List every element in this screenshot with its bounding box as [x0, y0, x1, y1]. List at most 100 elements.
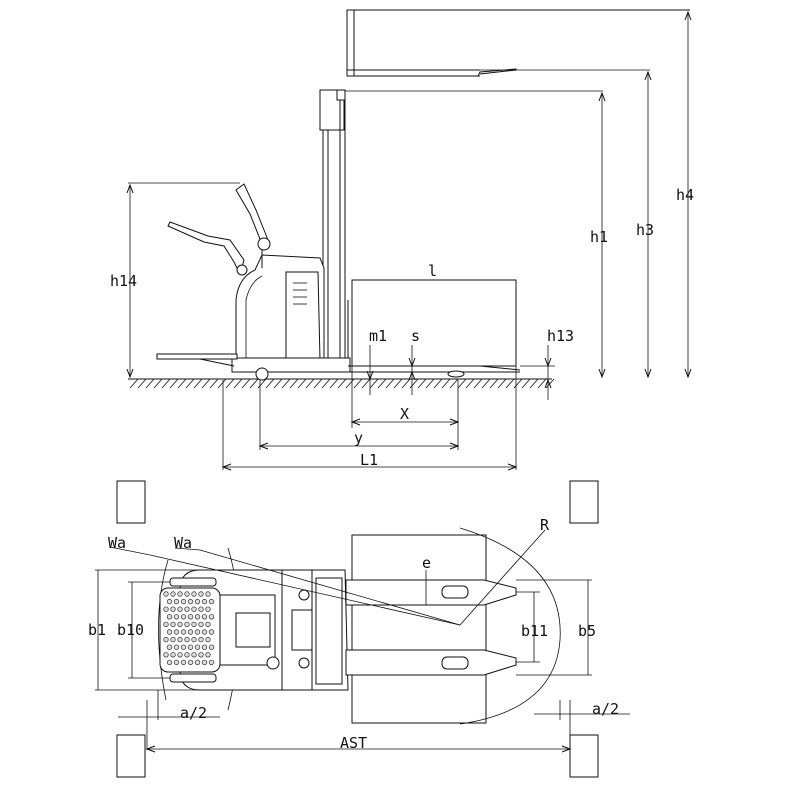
ground-hatch-mark: [273, 378, 283, 389]
label-e: e: [422, 554, 431, 572]
ground-hatch-mark: [169, 378, 179, 389]
radius-line: [459, 529, 546, 626]
platform-grip-dot: [180, 629, 187, 635]
ground-hatch-mark: [457, 378, 467, 389]
platform-grip-dot: [163, 652, 169, 658]
ground-hatch-mark: [321, 378, 331, 389]
ground-hatch-mark: [313, 378, 323, 389]
ground-hatch-mark: [289, 378, 299, 389]
platform-grip-dot: [205, 636, 211, 643]
platform-grip-dot: [163, 606, 169, 612]
label-wa-left: Wa: [108, 534, 126, 552]
platform-grip-dot: [173, 614, 180, 620]
ground-hatch-mark: [497, 378, 507, 389]
platform-grip-dot: [166, 629, 173, 635]
raised-fork: [346, 9, 690, 77]
label-m1: m1: [369, 327, 387, 345]
platform-grip-dot: [201, 659, 208, 666]
ground-hatch-mark: [377, 378, 387, 389]
tiller-top: [169, 673, 217, 683]
platform-grip-dot: [198, 636, 204, 643]
ground-hatch-mark: [257, 378, 267, 389]
platform-grip-dot: [194, 629, 201, 635]
ground-hatch-mark: [249, 378, 259, 389]
ground-hatch-mark: [441, 378, 451, 389]
platform-grip-dot: [184, 606, 190, 612]
platform-grip-dot: [191, 606, 197, 612]
ground-hatch-mark: [401, 378, 411, 389]
label-wa-right: Wa: [174, 534, 192, 552]
ground-hatch-mark: [385, 378, 395, 389]
label-h13: h13: [547, 327, 574, 345]
dim-b10: [128, 581, 170, 679]
platform-grip-dot: [177, 606, 183, 612]
platform-grip-dot: [170, 621, 176, 628]
aisle-block: [569, 734, 599, 778]
aisle-block: [116, 480, 146, 524]
dim-y: [258, 442, 460, 450]
platform-grip-dot: [205, 591, 211, 597]
label-s: s: [411, 327, 420, 345]
platform-grip-dot: [208, 614, 215, 620]
platform-grip-dot: [180, 614, 187, 620]
dim-ast: [145, 745, 572, 753]
ground-hatch-mark: [281, 378, 291, 389]
platform-grip-dot: [201, 629, 208, 635]
ground-hatch-mark: [233, 378, 243, 389]
ground-hatch-mark: [329, 378, 339, 389]
platform-grip-dot: [180, 598, 187, 605]
platform-grip-dot: [170, 591, 176, 597]
ground-hatch-mark: [201, 378, 211, 389]
platform-grip-dot: [163, 591, 169, 597]
label-l1: L1: [360, 451, 378, 469]
ground-hatch-mark: [145, 378, 155, 389]
ground-hatch-mark: [473, 378, 483, 389]
dim-m1: [366, 345, 374, 395]
platform-grip-dot: [184, 591, 190, 597]
top-view: Wa Wa R e b1 b10 b11 b5 a/2 a/2 AST: [88, 480, 630, 778]
dim-a2-left: [118, 690, 220, 750]
ground-hatch-mark: [369, 378, 379, 389]
tiller-handle-lower: [167, 221, 248, 276]
wheel-arc: [158, 559, 169, 701]
label-y: y: [354, 429, 363, 447]
dim-x: [350, 418, 460, 426]
platform-grip-dot: [205, 652, 211, 658]
tiller-handle-upper: [235, 183, 271, 268]
ground-hatch-mark: [529, 378, 539, 389]
label-b11: b11: [521, 622, 548, 640]
ground-hatch-mark: [225, 378, 235, 389]
platform-grip-dot: [177, 636, 183, 643]
platform-grip-dot: [201, 644, 208, 650]
ground-hatch-mark: [129, 378, 139, 389]
platform-grip-dot: [198, 606, 204, 612]
dim-h1: [598, 91, 606, 379]
label-a2-left: a/2: [180, 704, 207, 722]
ground-hatch-mark: [297, 378, 307, 389]
label-b1: b1: [88, 621, 106, 639]
platform-grip-dot: [194, 598, 201, 605]
platform-grip-dot: [184, 652, 190, 658]
tiller-top: [169, 577, 217, 587]
platform-grip-dot: [187, 629, 194, 635]
platform-grip-dot: [173, 629, 180, 635]
platform-grip-dot: [208, 659, 215, 666]
platform-grip-dot: [198, 652, 204, 658]
label-r: R: [540, 516, 550, 534]
ground-hatch-mark: [153, 378, 163, 389]
radius-line: [199, 549, 461, 626]
label-a2-right: a/2: [592, 700, 619, 718]
platform-grip-dot: [166, 644, 173, 650]
aisle-block: [116, 734, 146, 778]
platform-grip-dot: [180, 659, 187, 666]
dim-b1: [95, 569, 200, 691]
load-box: [351, 279, 517, 367]
ground-hatch-mark: [393, 378, 403, 389]
label-h4: h4: [676, 186, 694, 204]
platform-grip-dot: [191, 591, 197, 597]
platform-grip-dot: [187, 659, 194, 666]
dim-h13: [520, 345, 555, 400]
platform-grip-dot: [177, 621, 183, 628]
platform-grip-dot: [184, 621, 190, 628]
radius-line: [174, 547, 201, 551]
